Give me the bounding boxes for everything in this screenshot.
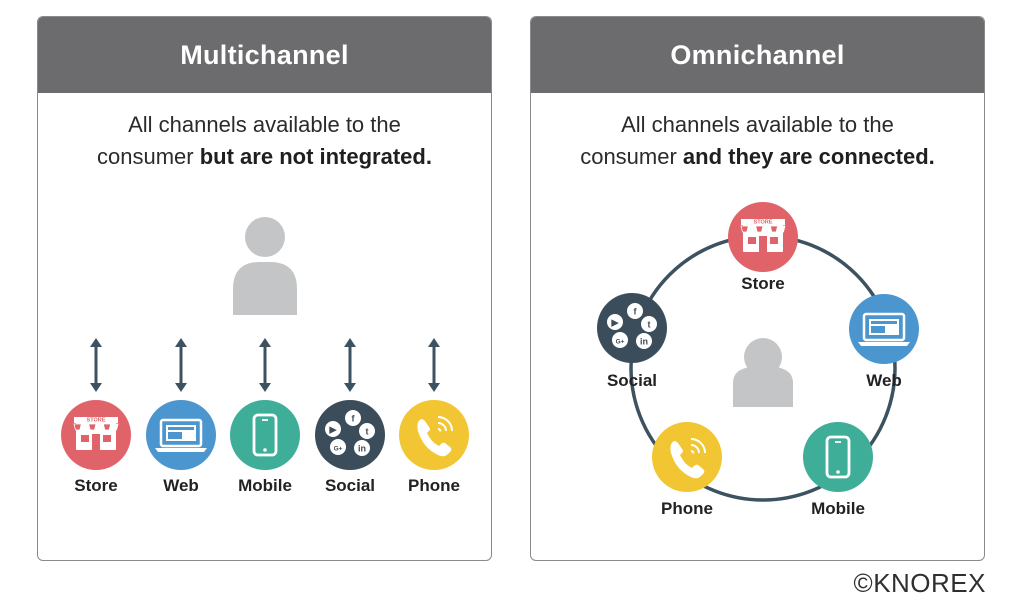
phone-glyph [417, 416, 453, 457]
multichannel-panel: Multichannel All channels available to t… [37, 16, 492, 561]
bidirectional-arrow-icon [344, 338, 356, 392]
person-icon [233, 217, 297, 315]
channel-mobile: Mobile [230, 400, 300, 495]
omnichannel-desc-bold: and they are connected. [682, 144, 935, 169]
multichannel-desc-line1: All channels available to the [128, 112, 401, 137]
web-label: Web [866, 371, 902, 390]
multichannel-desc-bold: but are not integrated. [199, 144, 432, 169]
multichannel-description: All channels available to the consumer b… [38, 109, 491, 173]
svg-text:STORE: STORE [754, 220, 773, 226]
svg-text:STORE: STORE [87, 418, 106, 424]
multichannel-desc-line2: consumer but are not integrated. [38, 141, 491, 173]
mobile-label: Mobile [238, 476, 292, 495]
web-glyph [155, 418, 207, 452]
svg-text:in: in [358, 444, 366, 454]
omnichannel-title: Omnichannel [670, 39, 845, 70]
svg-text:▶: ▶ [611, 318, 620, 328]
smartphone-icon [803, 422, 873, 492]
web-label: Web [163, 476, 199, 495]
phone-handset-icon [399, 400, 469, 470]
social-glyph: ▶ ftG+ in [325, 410, 375, 456]
omnichannel-header: Omnichannel [531, 17, 984, 93]
smartphone-icon [230, 400, 300, 470]
omnichannel-description: All channels available to the consumer a… [531, 109, 984, 173]
channel-store: STORE Store [61, 400, 131, 495]
omnichannel-desc-plain: consumer [580, 144, 683, 169]
bidirectional-arrow-icon [428, 338, 440, 392]
store-label: Store [74, 476, 117, 495]
svg-text:f: f [634, 307, 638, 317]
store-glyph: STORE [740, 219, 786, 252]
channel-mobile: Mobile [803, 422, 873, 518]
social-label: Social [325, 476, 375, 495]
multichannel-desc-plain: consumer [97, 144, 200, 169]
social-icons-cluster [597, 293, 667, 363]
mobile-glyph [252, 413, 278, 457]
web-glyph [858, 312, 910, 346]
bidirectional-arrow-icon [259, 338, 271, 392]
phone-glyph [670, 438, 706, 479]
omnichannel-desc-line2: consumer and they are connected. [531, 141, 984, 173]
mobile-label: Mobile [811, 499, 865, 518]
svg-text:in: in [640, 337, 648, 347]
social-icons-cluster [315, 400, 385, 470]
channel-store: STORE Store [728, 202, 798, 293]
copyright-notice: ©KNOREX [853, 568, 986, 598]
svg-text:t: t [366, 427, 369, 437]
channel-web: Web [146, 400, 216, 495]
svg-text:t: t [648, 320, 651, 330]
svg-text:▶: ▶ [329, 425, 338, 435]
channel-phone: Phone [399, 400, 469, 495]
omnichannel-desc-line1: All channels available to the [621, 112, 894, 137]
phone-label: Phone [661, 499, 713, 518]
social-glyph: ▶ ftG+ in [607, 303, 657, 349]
phone-label: Phone [408, 476, 460, 495]
store-glyph: STORE [73, 417, 119, 450]
channel-web: Web [849, 294, 919, 390]
multichannel-header: Multichannel [38, 17, 491, 93]
svg-text:f: f [352, 414, 356, 424]
mobile-glyph [825, 435, 851, 479]
channel-phone: Phone [652, 422, 722, 518]
multichannel-title: Multichannel [180, 39, 349, 70]
person-icon [733, 338, 793, 407]
phone-handset-icon [652, 422, 722, 492]
svg-text:G+: G+ [616, 339, 625, 346]
bidirectional-arrow-icon [90, 338, 102, 392]
omnichannel-panel: Omnichannel All channels available to th… [530, 16, 985, 561]
social-label: Social [607, 371, 657, 390]
svg-text:G+: G+ [334, 446, 343, 453]
bidirectional-arrow-icon [175, 338, 187, 392]
store-label: Store [741, 274, 784, 293]
